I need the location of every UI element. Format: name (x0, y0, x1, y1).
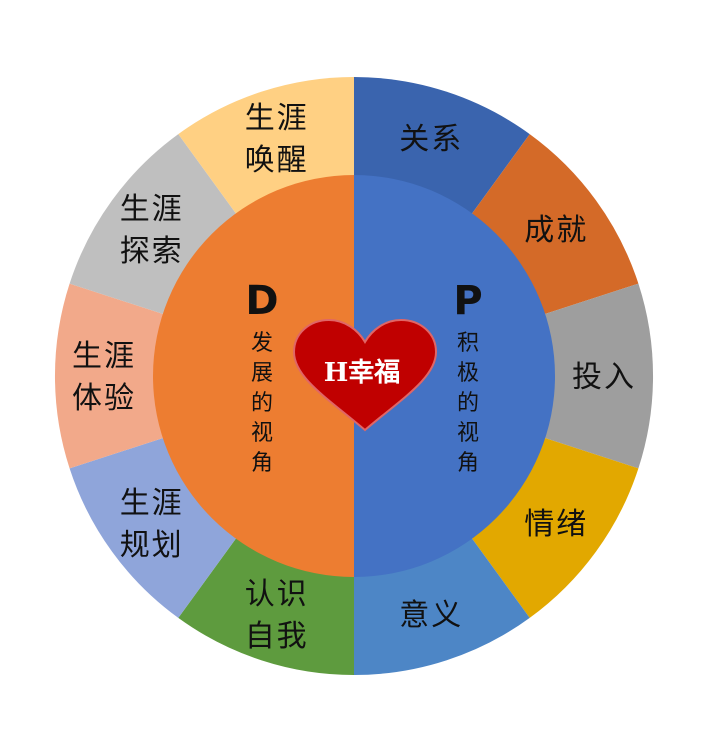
pole-char: 积 (457, 331, 479, 356)
segment-label: 自我 (245, 619, 309, 654)
segment-label: 生涯 (120, 486, 184, 521)
segment-label: 认识 (245, 577, 309, 612)
pole-char: 发 (251, 331, 273, 356)
left-pole-letter: D (245, 278, 278, 324)
segment-label: 生涯 (245, 101, 309, 136)
inner-circle (153, 175, 555, 577)
segment-label: 生涯 (120, 192, 184, 227)
center-heart: H幸福 (292, 318, 438, 432)
segment-label: 探索 (120, 234, 184, 269)
pole-char: 视 (457, 421, 479, 446)
segment-label: 关系 (399, 122, 463, 157)
right-half-positive (354, 175, 555, 577)
right-pole-letter: P (453, 278, 482, 324)
pole-char: 角 (251, 451, 273, 476)
segment-label: 投入 (572, 360, 636, 395)
heart-icon (292, 318, 438, 432)
segment-label: 生涯 (72, 339, 136, 374)
pole-char: 角 (457, 451, 479, 476)
segment-label: 情绪 (524, 507, 588, 542)
pole-char: 的 (457, 391, 479, 416)
segment-label: 意义 (399, 598, 463, 633)
pole-char: 的 (251, 391, 273, 416)
segment-label: 唤醒 (245, 143, 309, 178)
segment-label: 体验 (72, 381, 136, 416)
segment-label: 成就 (524, 213, 588, 248)
segment-label: 规划 (120, 528, 184, 563)
pole-char: 极 (457, 361, 479, 386)
pole-char: 视 (251, 421, 273, 446)
pole-char: 展 (251, 361, 273, 386)
center-label: H幸福 (324, 358, 401, 388)
left-half-development (153, 175, 354, 577)
